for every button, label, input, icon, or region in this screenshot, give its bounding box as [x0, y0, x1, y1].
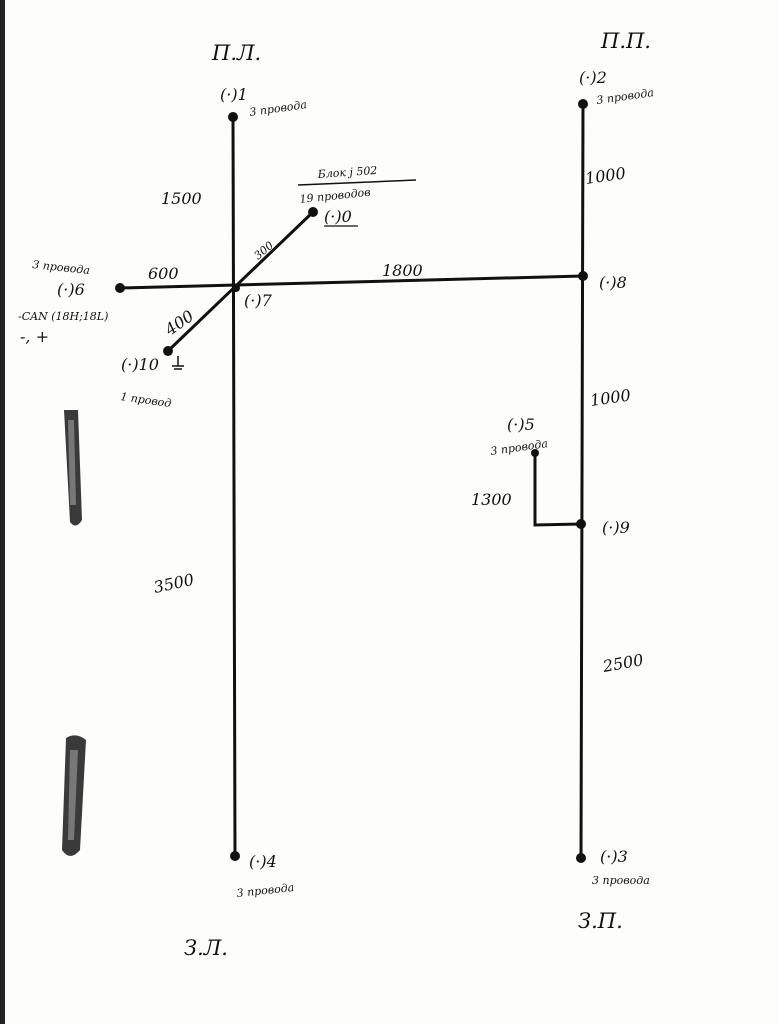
node-8: [578, 271, 588, 281]
label-bottom-left: З.Л.: [184, 936, 228, 960]
wire-left-vertical: [231, 115, 237, 858]
point-6-id: (·)6: [57, 280, 85, 299]
point-4-note: 3 провода: [236, 881, 295, 900]
point-8-id: (·)8: [599, 273, 627, 292]
length-9-3: 2500: [600, 650, 644, 676]
point-6-polarity: -, +: [20, 327, 49, 346]
point-2-id: (·)2: [579, 68, 607, 87]
point-2-note: 3 провода: [596, 86, 655, 107]
node-5: [531, 449, 539, 457]
point-5-note: 3 провода: [490, 437, 549, 458]
length-1-7: 1500: [161, 189, 202, 208]
node-3: [576, 853, 586, 863]
binder-clip-upper: [64, 410, 82, 526]
length-7-8: 1800: [382, 261, 423, 280]
length-6-7: 600: [148, 264, 179, 283]
label-top-right: П.П.: [600, 29, 651, 53]
binder-clip-lower: [62, 735, 86, 856]
point-0-id: (·)0: [324, 207, 352, 226]
wire-diagonal-10-0: [166, 210, 315, 353]
length-8-9: 1000: [589, 385, 632, 409]
length-7-0: 300: [252, 239, 276, 262]
point-1-id: (·)1: [220, 85, 248, 104]
wire-horizontal-6-8: [118, 274, 585, 290]
point-10-note: 1 провод: [120, 390, 173, 410]
label-bottom-right: З.П.: [578, 909, 623, 933]
point-3-note: 3 провода: [592, 874, 650, 887]
node-2: [578, 99, 588, 109]
node-7: [232, 284, 240, 292]
point-5-id: (·)5: [507, 415, 535, 434]
length-2-8: 1000: [584, 163, 627, 187]
node-0: [308, 207, 318, 217]
point-1-note: 3 провода: [249, 98, 308, 119]
node-1: [228, 112, 238, 122]
label-top-left: П.Л.: [211, 41, 261, 65]
wire-branch-5-9: [533, 451, 583, 527]
point-4-id: (·)4: [249, 852, 277, 871]
point-7-id: (·)7: [244, 291, 273, 310]
point-6-can: -CAN (18H;18L): [18, 310, 108, 323]
node-9: [576, 519, 586, 529]
page-edge: [0, 0, 5, 1024]
ground-icon: [172, 356, 184, 370]
node-6: [115, 283, 125, 293]
point-3-id: (·)3: [600, 847, 628, 866]
block-underline: [297, 179, 417, 186]
wire-right-vertical: [579, 102, 585, 860]
length-7-4: 3500: [152, 570, 196, 597]
point-0-block: Блок j 502: [316, 164, 377, 181]
point-6-note: 3 провода: [32, 258, 91, 277]
point-9-id: (·)9: [602, 518, 630, 537]
length-5-9: 1300: [471, 490, 512, 509]
length-7-10: 400: [161, 306, 198, 340]
point-10-id: (·)10: [121, 355, 159, 374]
point-0-note: 19 проводов: [299, 186, 371, 206]
node-10: [163, 346, 173, 356]
node-4: [230, 851, 240, 861]
